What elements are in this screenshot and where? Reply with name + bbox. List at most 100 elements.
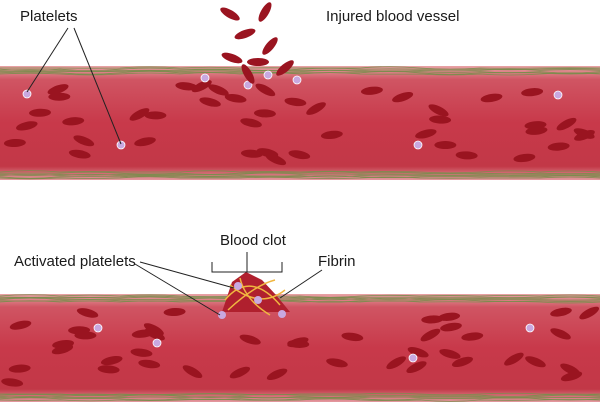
red-blood-cells <box>1 306 600 387</box>
red-blood-cell <box>144 328 165 341</box>
red-blood-cell <box>240 149 263 158</box>
red-blood-cell <box>574 129 595 141</box>
red-blood-cell <box>100 355 123 366</box>
platelet <box>116 140 126 150</box>
fiber <box>0 170 600 174</box>
red-blood-cell <box>138 359 161 369</box>
red-blood-cell <box>556 117 577 131</box>
red-blood-cell <box>129 108 150 121</box>
red-blood-cell <box>240 118 262 128</box>
red-blood-cell <box>74 331 97 340</box>
platelet <box>408 353 418 363</box>
red-blood-cell <box>144 111 167 120</box>
red-blood-cell <box>560 371 583 382</box>
injured-vessel-label: Injured blood vessel <box>326 8 460 25</box>
red-blood-cell <box>199 97 221 107</box>
red-blood-cell <box>47 84 69 95</box>
red-blood-cell <box>440 322 462 332</box>
platelets-label: Platelets <box>20 8 78 25</box>
red-blood-cell <box>415 129 437 139</box>
red-blood-cell <box>48 92 71 101</box>
red-blood-cell <box>360 86 383 95</box>
red-blood-cell <box>253 109 276 118</box>
fiber <box>0 173 600 178</box>
red-blood-cell <box>284 97 307 107</box>
escaping-red-blood-cell <box>234 28 256 40</box>
clotted-vessel <box>0 272 600 402</box>
red-blood-cell <box>224 94 247 103</box>
red-blood-cell <box>9 320 32 330</box>
red-blood-cell <box>130 348 153 357</box>
escaping-red-blood-cell <box>221 52 243 64</box>
red-blood-cell <box>288 150 311 160</box>
red-blood-cell <box>550 307 572 317</box>
red-blood-cell <box>255 83 276 97</box>
fiber <box>0 393 600 397</box>
fiber <box>0 297 600 301</box>
platelet <box>553 90 563 100</box>
platelet <box>152 338 162 348</box>
red-blood-cell <box>53 341 74 354</box>
red-blood-cell <box>480 93 503 103</box>
red-blood-cell <box>239 334 261 345</box>
fiber <box>0 294 600 298</box>
red-blood-cell <box>266 368 288 381</box>
red-blood-cell <box>229 366 251 379</box>
red-blood-cell <box>76 308 99 318</box>
red-blood-cell <box>420 328 441 342</box>
red-blood-cell <box>68 149 91 159</box>
red-blood-cell <box>550 328 571 340</box>
injured-vessel <box>0 66 600 180</box>
red-blood-cell <box>406 361 427 374</box>
red-blood-cell <box>525 126 548 135</box>
red-blood-cell <box>392 92 414 103</box>
platelet <box>525 323 535 333</box>
red-blood-cell <box>451 356 473 367</box>
fiber <box>0 299 600 303</box>
escaping-red-blood-cell <box>258 2 272 22</box>
blood-clot <box>218 272 290 319</box>
red-blood-cell <box>97 365 120 374</box>
escaping-cells <box>220 2 294 84</box>
activated-platelets-label: Activated platelets <box>14 253 136 270</box>
connective-fibers <box>0 66 600 180</box>
red-blood-cell <box>163 307 186 317</box>
red-blood-cell <box>1 378 24 387</box>
red-blood-cell <box>428 104 449 117</box>
red-blood-cell <box>439 349 461 359</box>
platelet <box>263 70 273 80</box>
red-blood-cell <box>461 332 484 341</box>
fiber <box>0 394 600 399</box>
red-blood-cell <box>429 115 452 124</box>
red-blood-cell <box>16 121 38 131</box>
red-blood-cell <box>191 80 212 93</box>
red-blood-cell <box>208 84 229 96</box>
fiber <box>0 67 600 72</box>
red-blood-cell <box>320 130 343 140</box>
fiber <box>0 392 600 396</box>
red-blood-cell <box>134 137 156 147</box>
escaping-red-blood-cell <box>276 60 294 76</box>
red-blood-cell <box>62 117 85 126</box>
red-blood-cell <box>182 365 203 379</box>
red-blood-cell <box>407 347 429 358</box>
fiber <box>0 176 600 180</box>
platelet <box>292 75 302 85</box>
red-blood-cell <box>513 153 536 163</box>
red-blood-cell <box>326 358 348 368</box>
platelet <box>413 140 423 150</box>
red-blood-cell <box>341 332 364 342</box>
red-blood-cell <box>287 339 310 348</box>
red-blood-cell <box>438 312 461 321</box>
platelets <box>93 323 535 363</box>
red-blood-cell <box>175 82 198 91</box>
escaping-red-blood-cell <box>220 7 240 21</box>
platelet <box>243 80 253 90</box>
fiber <box>0 397 600 401</box>
red-blood-cell <box>504 352 524 366</box>
escaping-red-blood-cell <box>247 58 269 66</box>
fiber <box>0 296 600 301</box>
platelet <box>200 73 210 83</box>
blood-clot-label: Blood clot <box>220 232 286 249</box>
